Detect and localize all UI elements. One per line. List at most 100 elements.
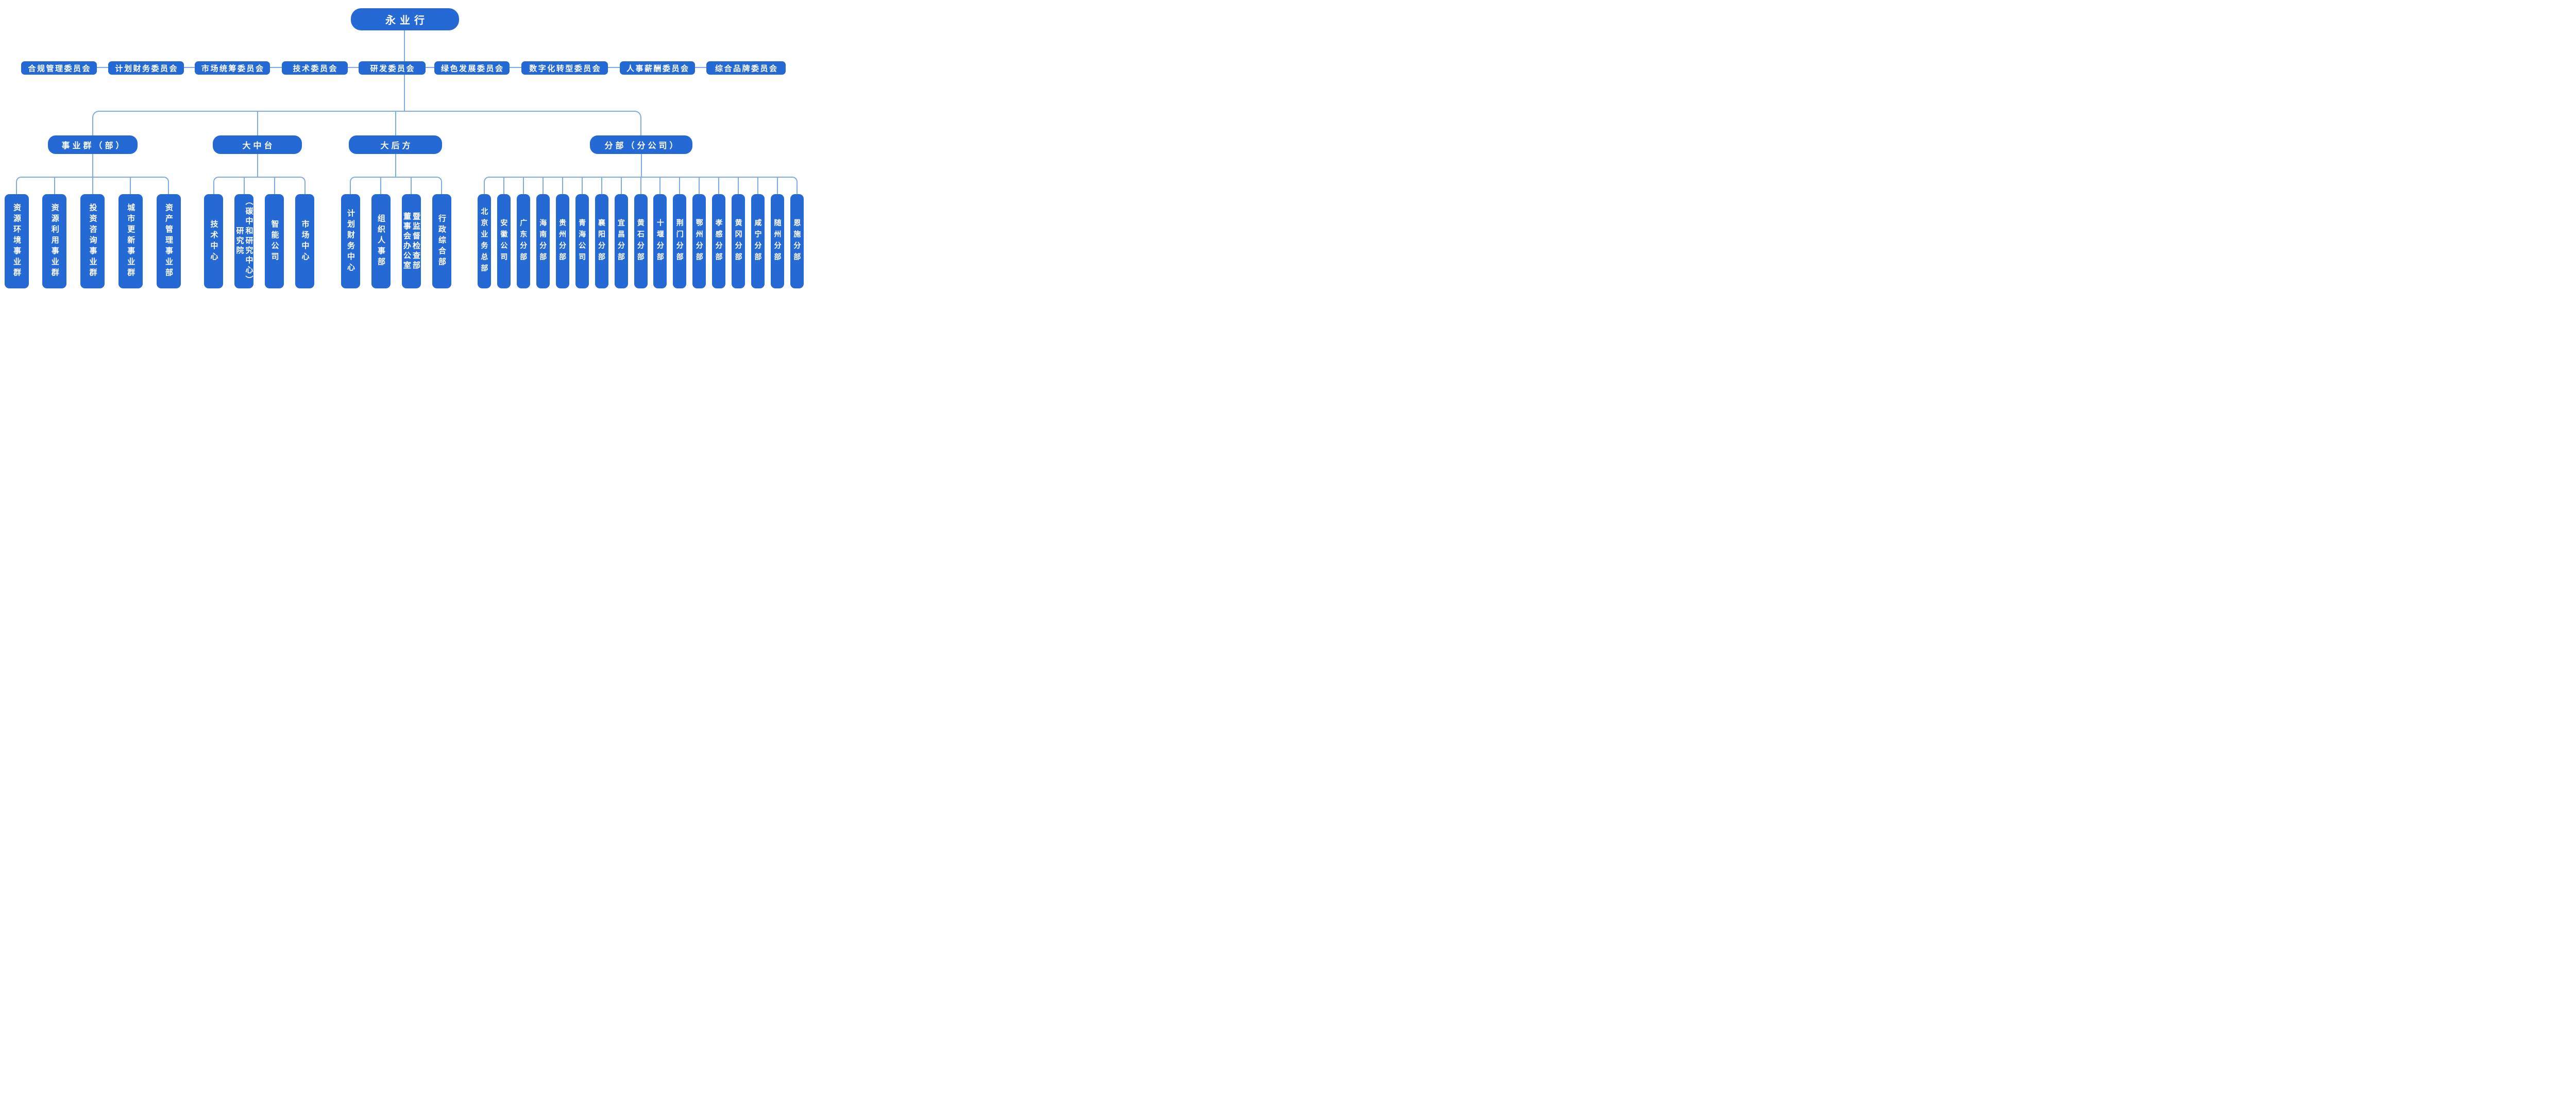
- department-node[interactable]: 市场中心: [295, 194, 314, 288]
- department-label: 技术中心: [209, 219, 218, 263]
- department-node[interactable]: 组织人事部: [371, 194, 391, 288]
- group-connector: [213, 177, 306, 194]
- leaf-stub-line: [411, 177, 412, 194]
- committee-label: 研发委员会: [370, 64, 415, 73]
- leaf-stub-line: [718, 177, 720, 194]
- department-node[interactable]: 黄冈分部: [732, 194, 745, 288]
- branch-stub-line: [257, 154, 258, 178]
- department-node[interactable]: 贵州分部: [555, 194, 569, 288]
- department-node[interactable]: 海南分部: [536, 194, 550, 288]
- department-label: 安徽公司: [500, 218, 509, 264]
- department-label: 贵州分部: [558, 218, 567, 264]
- committee-node[interactable]: 绿色发展委员会: [434, 61, 510, 75]
- department-node[interactable]: 行政综合部: [432, 194, 451, 288]
- department-node[interactable]: 十堰分部: [653, 194, 667, 288]
- department-node[interactable]: 投资咨询事业群: [80, 194, 105, 288]
- department-label: 咸宁分部: [754, 218, 762, 264]
- department-node[interactable]: 荆门分部: [673, 194, 687, 288]
- committee-label: 市场统筹委员会: [201, 64, 265, 73]
- department-node[interactable]: 孝感分部: [712, 194, 726, 288]
- committee-node[interactable]: 研发委员会: [359, 61, 426, 75]
- leaf-stub-line: [601, 177, 602, 194]
- root-node[interactable]: 永业行: [351, 8, 459, 30]
- leaf-stub-line: [503, 177, 504, 194]
- leaf-stub-line: [640, 177, 641, 194]
- root-label: 永业行: [385, 15, 429, 26]
- committee-node[interactable]: 技术委员会: [282, 61, 348, 75]
- department-label: 随州分部: [773, 218, 782, 264]
- department-node[interactable]: 技术中心: [204, 194, 223, 288]
- department-node[interactable]: 资源利用事业群: [42, 194, 67, 288]
- department-label: 海南分部: [539, 218, 548, 264]
- department-node[interactable]: 董事会办公室 暨监督检查部: [401, 194, 421, 288]
- leaf-stub-line: [522, 177, 524, 194]
- leaf-stub-line: [659, 177, 661, 194]
- department-node[interactable]: 智能公司: [265, 194, 284, 288]
- branch-stub-line: [640, 154, 642, 178]
- leaf-stub-line: [130, 177, 131, 194]
- leaf-stub-line: [562, 177, 563, 194]
- department-label: 资源环境事业群: [12, 203, 21, 279]
- committee-node[interactable]: 市场统筹委员会: [195, 61, 270, 75]
- branch-connector: [92, 111, 641, 135]
- department-node[interactable]: 资源环境事业群: [4, 194, 29, 288]
- department-label: 鄂州分部: [695, 218, 704, 264]
- department-node[interactable]: 咸宁分部: [751, 194, 765, 288]
- committee-label: 绿色发展委员会: [440, 64, 504, 73]
- committee-node[interactable]: 人事薪酬委员会: [620, 61, 695, 75]
- department-label: 研究院 （碳中和研究中心）: [235, 197, 253, 285]
- branch-stub-line: [395, 111, 396, 135]
- branch-label: 大后方: [380, 142, 413, 150]
- department-node[interactable]: 计划财务中心: [341, 194, 360, 288]
- branch-node[interactable]: 事业群（部）: [48, 135, 138, 154]
- committee-node[interactable]: 综合品牌委员会: [706, 61, 786, 75]
- department-label: 襄阳分部: [598, 218, 606, 264]
- committee-label: 综合品牌委员会: [715, 64, 778, 73]
- department-node[interactable]: 青海公司: [575, 194, 589, 288]
- department-node[interactable]: 研究院 （碳中和研究中心）: [234, 194, 253, 288]
- org-chart-canvas: 永业行 合规管理委员会 计划财务委员会 市场统筹委员会 技术委员会 研发委员会 绿色发展委…: [0, 0, 808, 295]
- department-label: 投资咨询事业群: [88, 203, 97, 279]
- committee-node[interactable]: 合规管理委员会: [21, 61, 97, 75]
- branch-node[interactable]: 大中台: [213, 135, 302, 154]
- department-node[interactable]: 安徽公司: [497, 194, 511, 288]
- branch-label: 大中台: [242, 142, 275, 150]
- department-label: 董事会办公室 暨监督检查部: [402, 212, 420, 271]
- leaf-stub-line: [757, 177, 759, 194]
- department-node[interactable]: 北京业务总部: [478, 194, 491, 288]
- branch-label: 事业群（部）: [61, 142, 127, 150]
- leaf-stub-line: [679, 177, 681, 194]
- department-label: 荆门分部: [675, 218, 684, 264]
- department-node[interactable]: 黄石分部: [634, 194, 648, 288]
- leaf-stub-line: [620, 177, 622, 194]
- department-node[interactable]: 鄂州分部: [692, 194, 706, 288]
- committee-label: 数字化转型委员会: [529, 64, 602, 73]
- department-label: 宜昌分部: [617, 218, 625, 264]
- department-node[interactable]: 恩施分部: [790, 194, 804, 288]
- department-label: 十堰分部: [656, 218, 665, 264]
- department-label: 计划财务中心: [346, 209, 355, 274]
- committee-node[interactable]: 数字化转型委员会: [521, 61, 608, 75]
- department-label: 青海公司: [578, 218, 587, 264]
- department-node[interactable]: 随州分部: [771, 194, 785, 288]
- department-label: 北京业务总部: [480, 207, 489, 276]
- leaf-stub-line: [243, 177, 245, 194]
- branch-node[interactable]: 大后方: [349, 135, 442, 154]
- department-node[interactable]: 资产管理事业部: [156, 194, 181, 288]
- leaf-stub-line: [92, 177, 93, 194]
- branch-stub-line: [257, 111, 258, 135]
- department-node[interactable]: 广东分部: [516, 194, 530, 288]
- department-node[interactable]: 宜昌分部: [614, 194, 628, 288]
- department-label: 广东分部: [519, 218, 528, 264]
- committee-label: 计划财务委员会: [115, 64, 178, 73]
- branch-stub-line: [395, 154, 396, 178]
- branch-node[interactable]: 分部（分公司）: [590, 135, 692, 154]
- department-label: 恩施分部: [793, 218, 802, 264]
- department-node[interactable]: 城市更新事业群: [118, 194, 143, 288]
- committee-node[interactable]: 计划财务委员会: [108, 61, 184, 75]
- committee-label: 合规管理委员会: [28, 64, 91, 73]
- leaf-stub-line: [542, 177, 544, 194]
- department-node[interactable]: 襄阳分部: [595, 194, 608, 288]
- department-label: 黄冈分部: [734, 218, 743, 264]
- leaf-stub-line: [777, 177, 778, 194]
